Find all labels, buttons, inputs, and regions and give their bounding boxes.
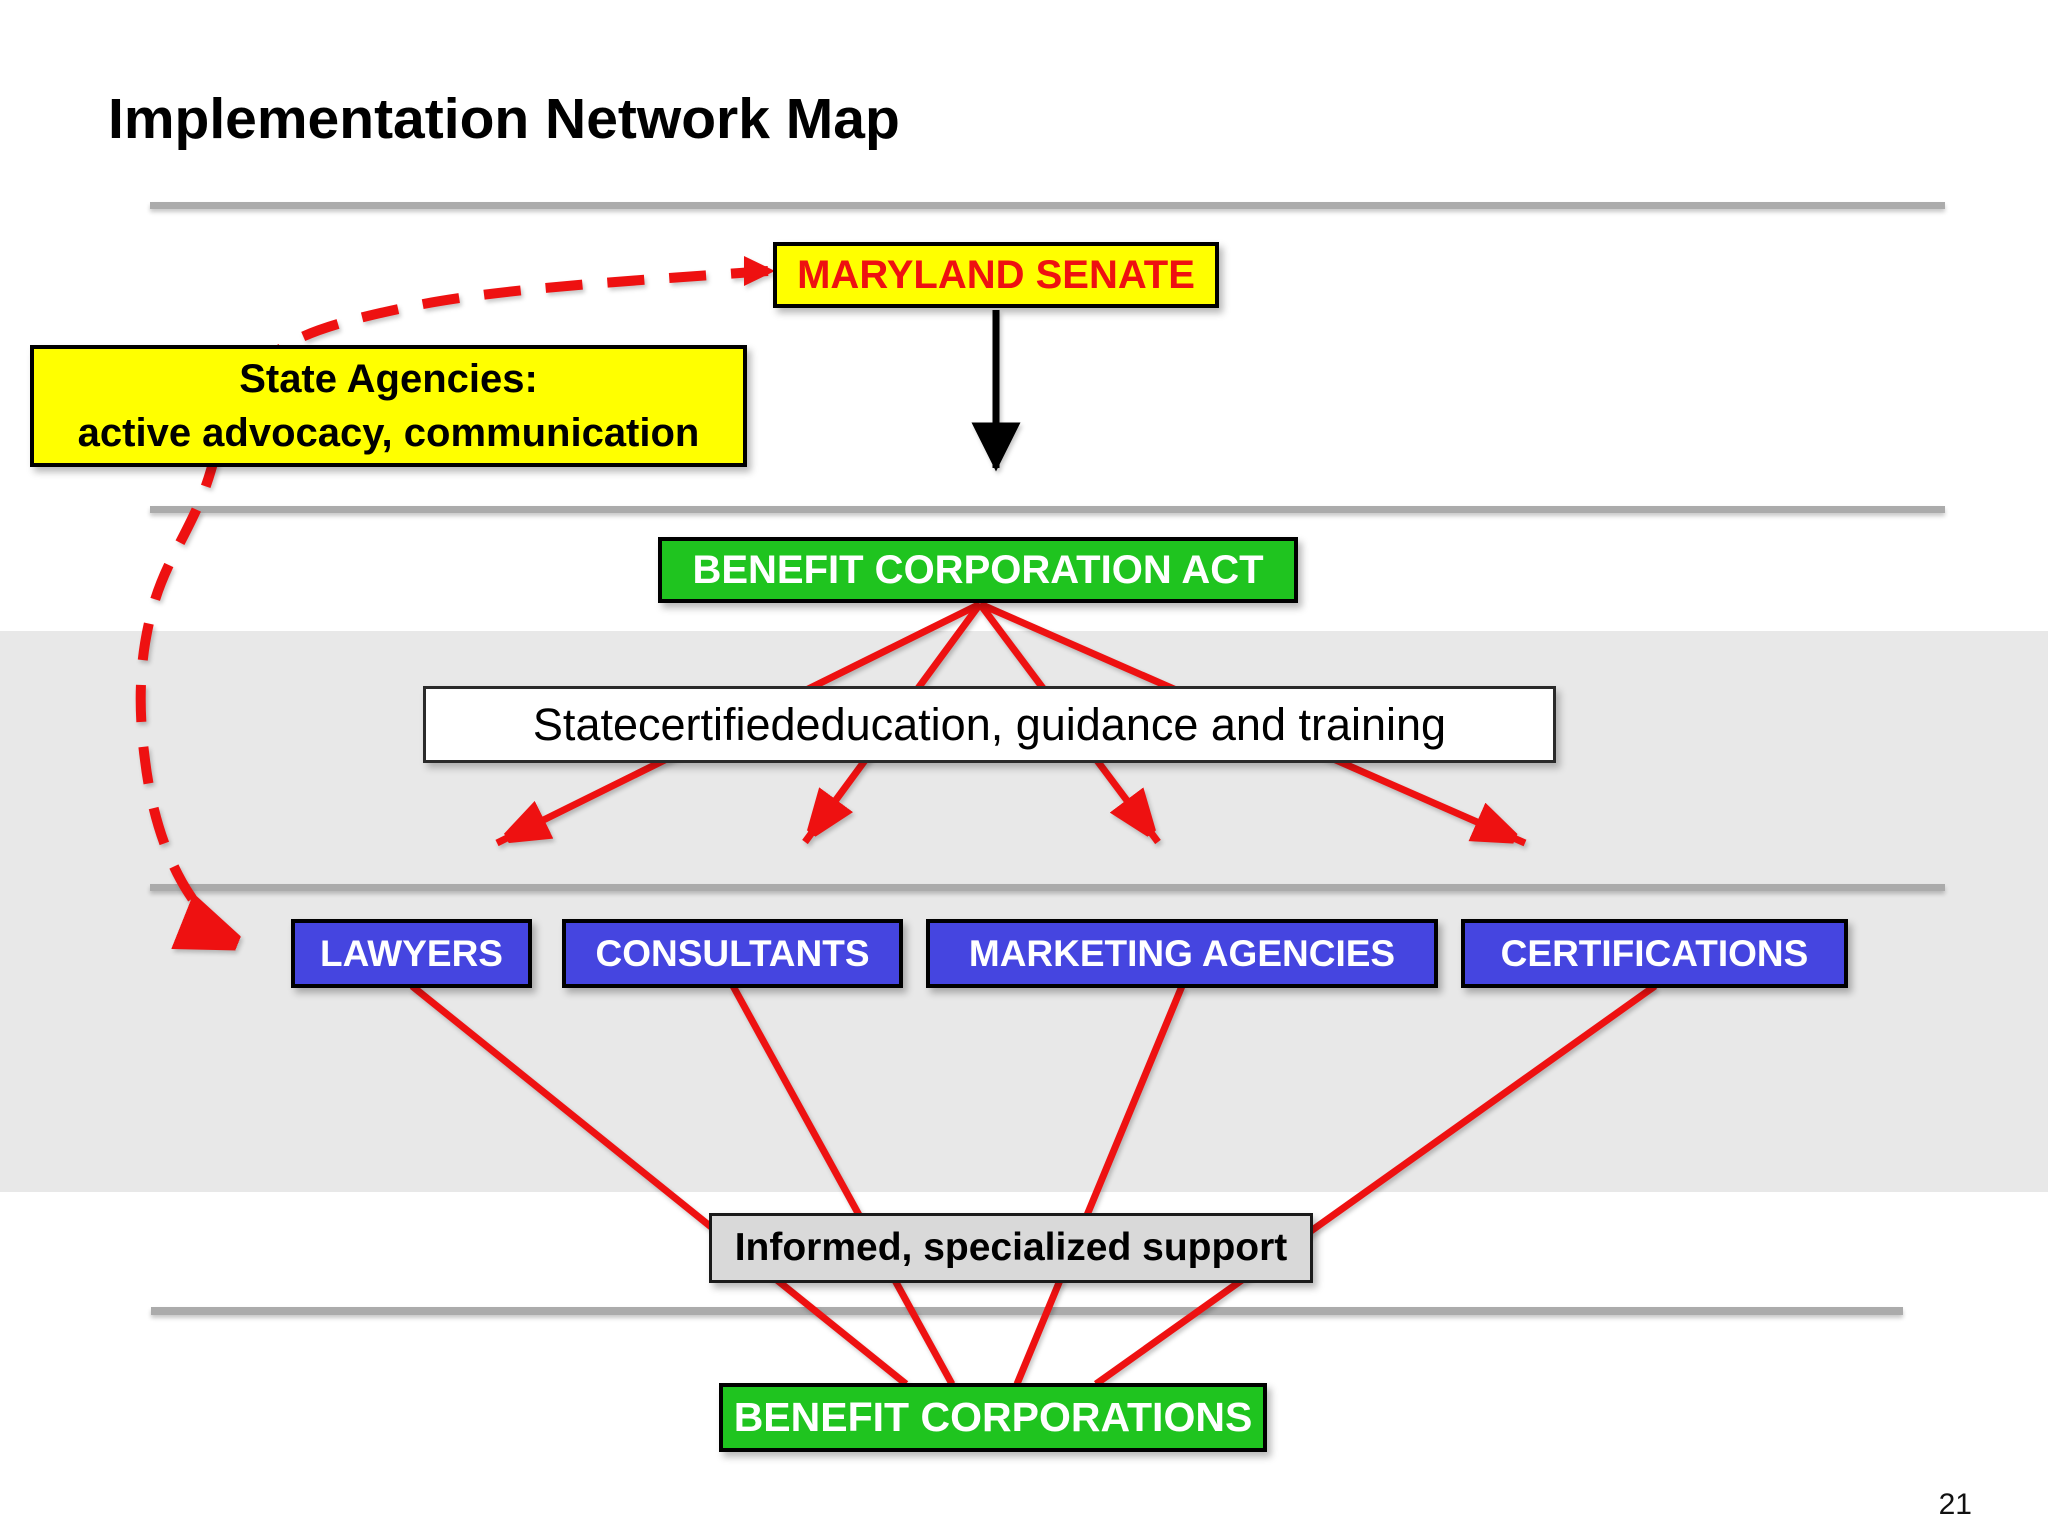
page-number: 21: [1938, 1488, 1972, 1521]
informed-support-label: Informed, specialized support: [734, 1226, 1288, 1269]
node-consultants: CONSULTANTS: [562, 919, 903, 988]
node-informed-support: Informed, specialized support: [709, 1213, 1313, 1283]
node-maryland-senate: MARYLAND SENATE: [773, 242, 1219, 308]
maryland-senate-label: MARYLAND SENATE: [797, 252, 1195, 297]
divider-line-3: [150, 884, 1945, 891]
node-benefit-corporation-act: BENEFIT CORPORATION ACT: [658, 537, 1298, 603]
page-title: Implementation Network Map: [108, 87, 900, 151]
certifications-label: CERTIFICATIONS: [1500, 932, 1809, 974]
consultants-label: CONSULTANTS: [595, 932, 870, 974]
divider-line-1: [150, 202, 1945, 209]
node-benefit-corporations: BENEFIT CORPORATIONS: [719, 1383, 1267, 1452]
state-agencies-label-line2: active advocacy, communication: [77, 411, 700, 455]
node-lawyers: LAWYERS: [291, 919, 532, 988]
education-note-label: Statecertifiededucation, guidance and tr…: [532, 698, 1447, 750]
benefit-corporations-label: BENEFIT CORPORATIONS: [733, 1394, 1253, 1440]
node-state-agencies: State Agencies: active advocacy, communi…: [30, 345, 747, 467]
node-marketing-agencies: MARKETING AGENCIES: [926, 919, 1438, 988]
dashed-arrowhead-to-senate: [744, 256, 775, 286]
state-agencies-label-line1: State Agencies:: [239, 357, 538, 401]
node-education-note: Statecertifiededucation, guidance and tr…: [423, 686, 1556, 763]
marketing-agencies-label: MARKETING AGENCIES: [968, 932, 1396, 974]
node-certifications: CERTIFICATIONS: [1461, 919, 1848, 988]
divider-line-2: [150, 506, 1945, 513]
lawyers-label: LAWYERS: [320, 932, 503, 974]
divider-line-4: [151, 1307, 1903, 1315]
benefit-corporation-act-label: BENEFIT CORPORATION ACT: [692, 547, 1264, 592]
